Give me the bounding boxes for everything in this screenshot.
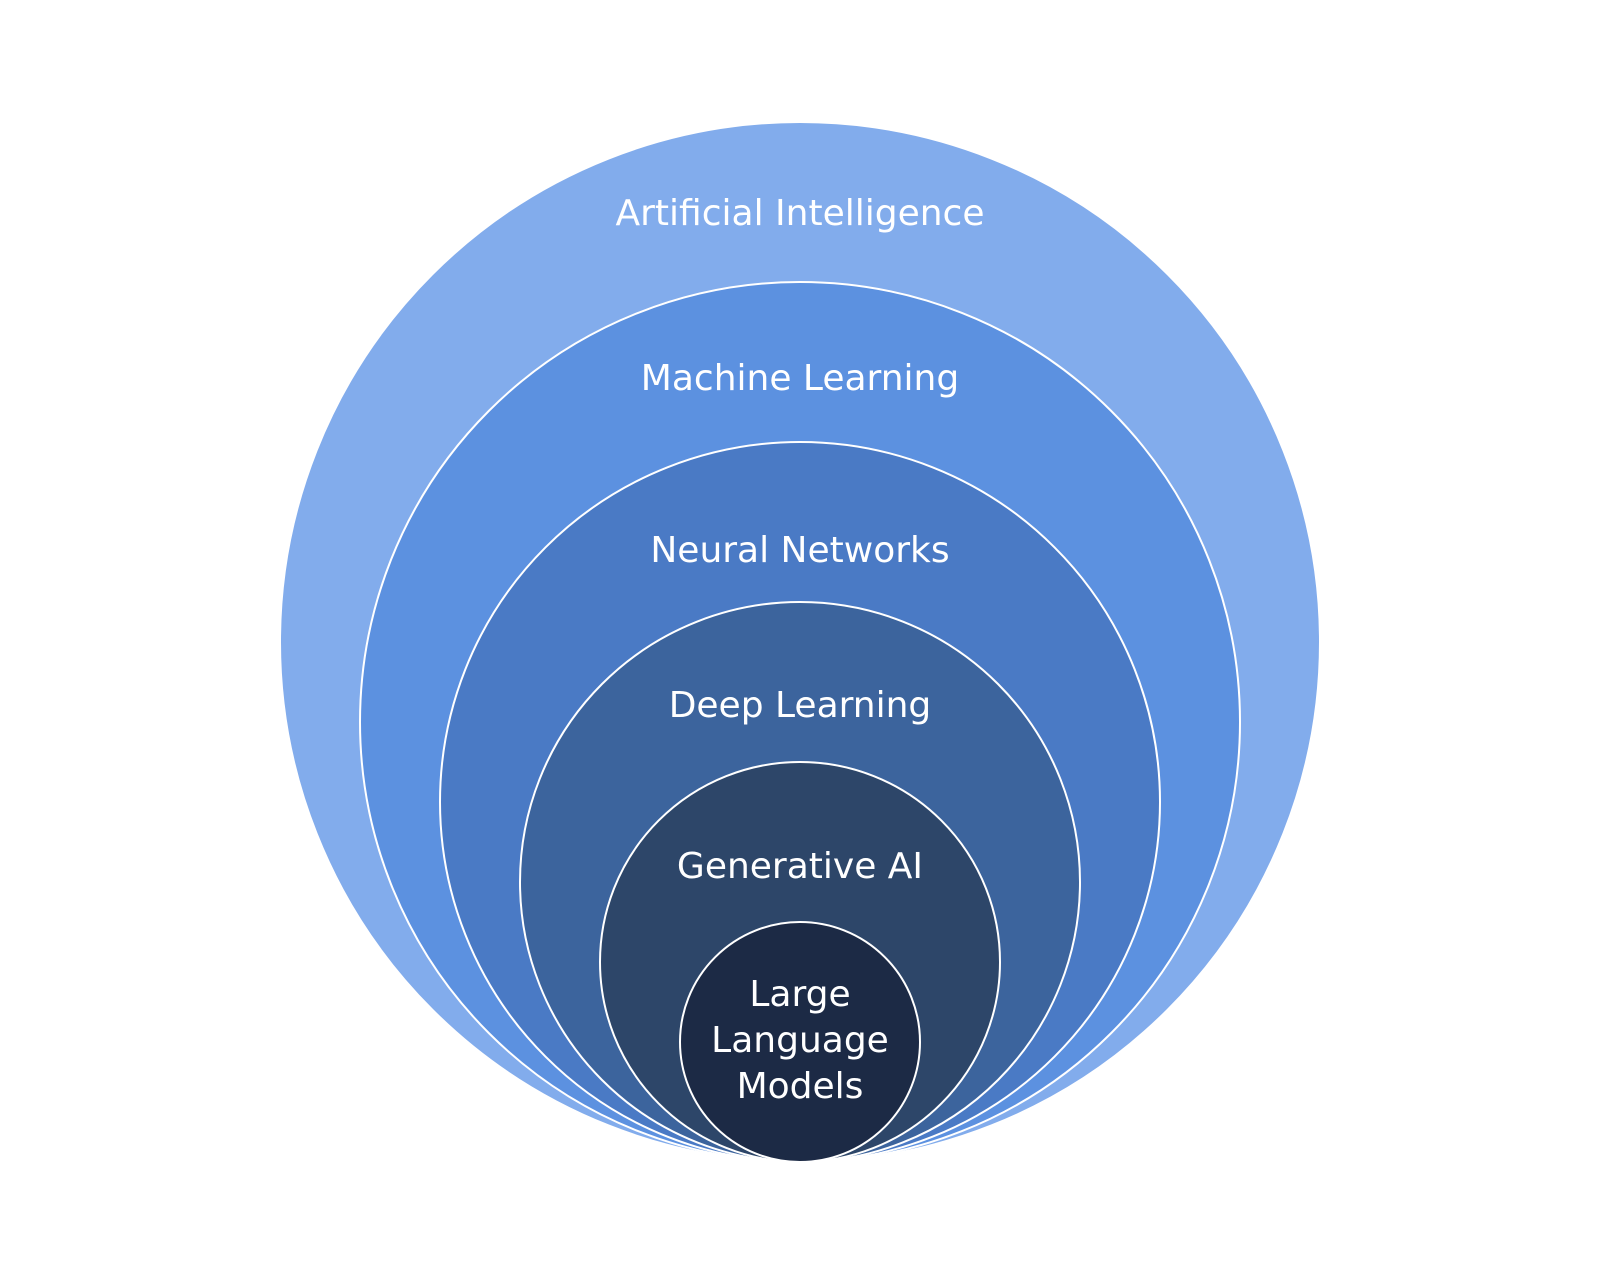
label-large-language-models-line: Large [749, 974, 850, 1015]
label-large-language-models-line: Models [737, 1066, 864, 1107]
label-large-language-models-line: Language [711, 1020, 889, 1061]
label-deep-learning: Deep Learning [669, 685, 932, 726]
circle-large-language-models [679, 921, 921, 1163]
label-neural-networks: Neural Networks [650, 530, 949, 571]
label-generative-ai: Generative AI [677, 846, 923, 887]
label-machine-learning: Machine Learning [641, 358, 959, 399]
label-artificial-intelligence: Artificial Intelligence [616, 193, 985, 234]
